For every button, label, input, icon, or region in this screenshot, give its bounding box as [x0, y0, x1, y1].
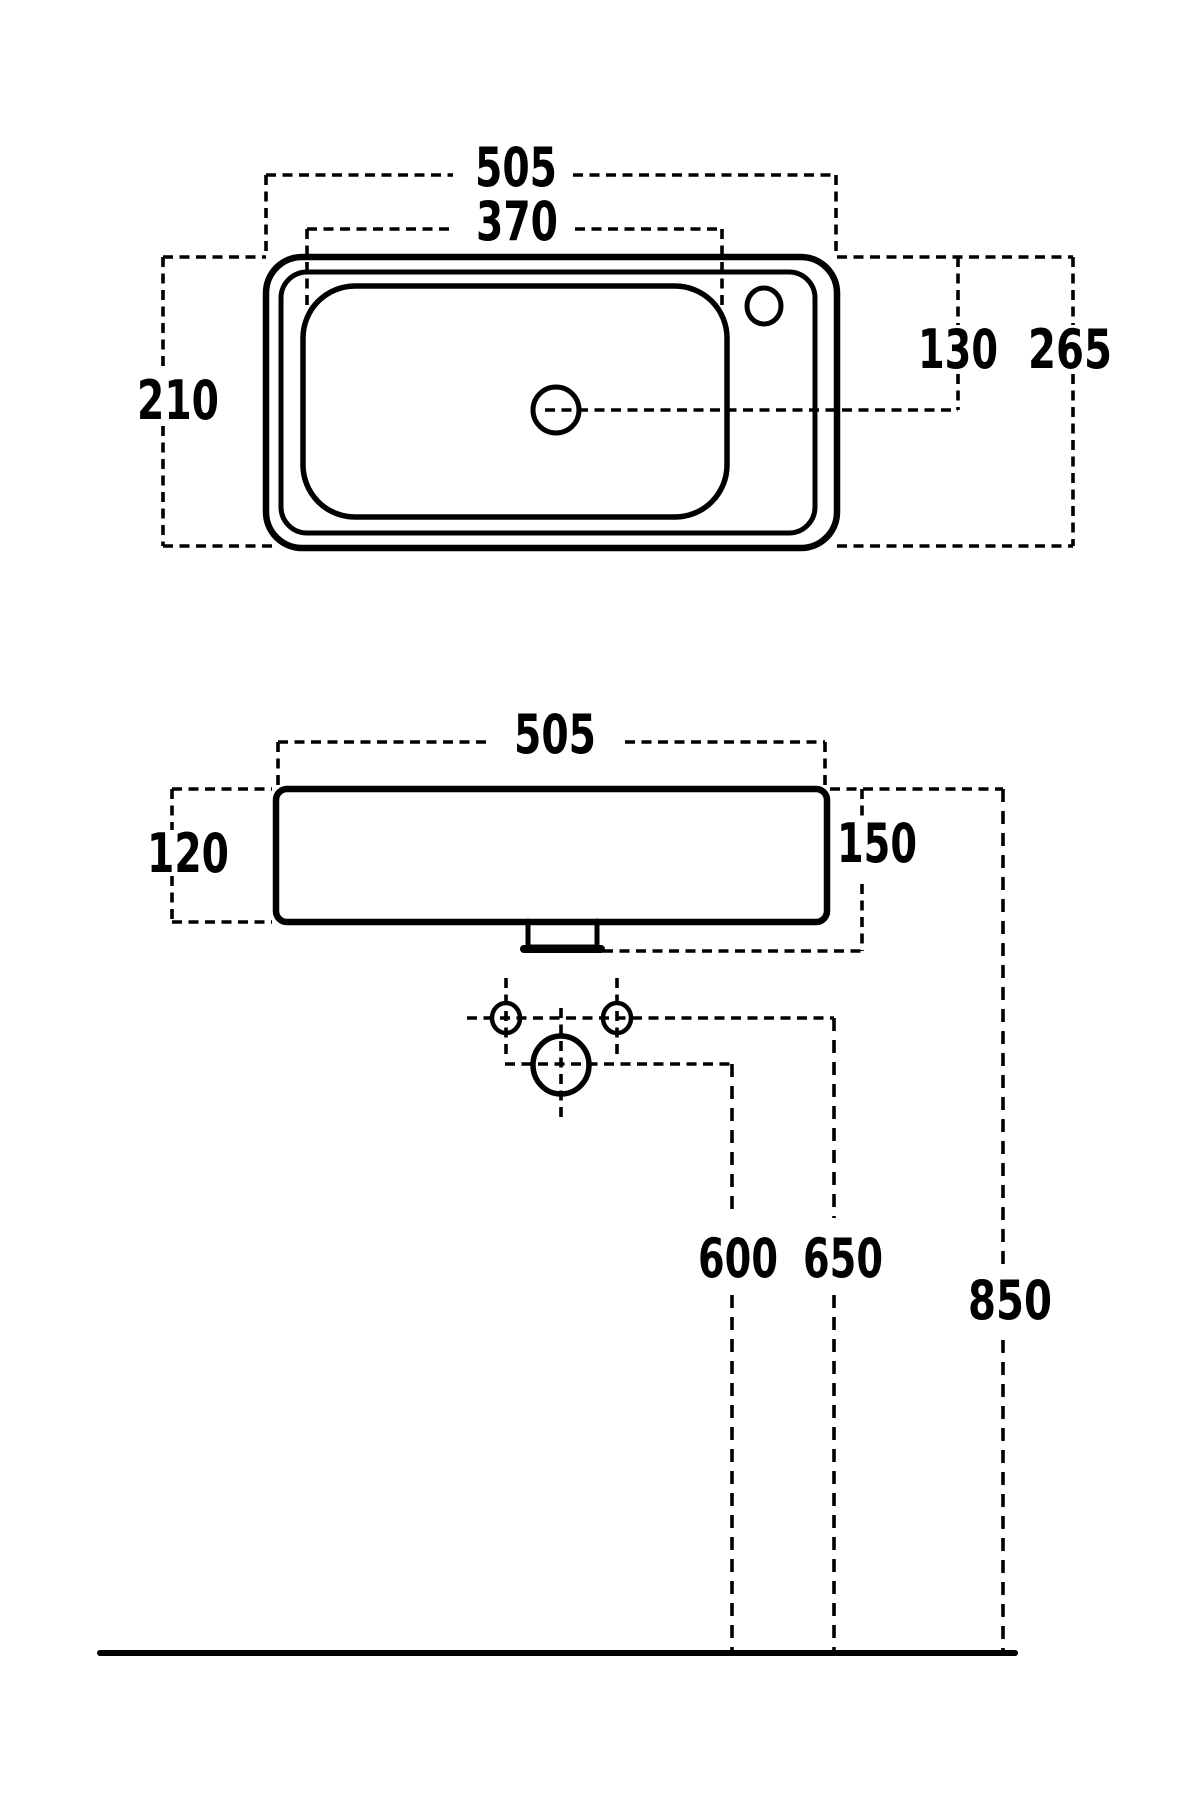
drain-hole: [530, 384, 582, 436]
plan-basin-width-label: 370: [476, 190, 558, 253]
elevation-front-height-label: 120: [147, 822, 229, 885]
elevation-dim-side-height: 150: [603, 787, 1003, 953]
hole-centre-lines: [467, 978, 834, 1120]
plan-overall-width-label: 505: [475, 136, 557, 199]
elevation-dim-rim-height: 850: [968, 789, 1052, 1653]
plan-dim-overall-depth: 265: [1028, 257, 1112, 546]
fixing-hole-right: [600, 1000, 634, 1036]
plan-inner-rim-outline: [278, 269, 818, 536]
plan-drain-offset-label: 130: [918, 318, 998, 381]
plan-basin-outline: [300, 283, 730, 520]
elevation-overall-width-label: 505: [514, 703, 596, 766]
holes-height-label: 650: [803, 1227, 883, 1290]
top-view: 505 370 210 130: [137, 136, 1112, 552]
elevation-dim-overall-width: 505: [276, 703, 827, 787]
waste-outlet-circle: [530, 1033, 592, 1097]
elevation-dim-drain-height: 600: [698, 1064, 778, 1653]
plan-outer-rim-outline: [262, 253, 841, 552]
fixing-holes-group: [467, 978, 834, 1120]
elevation-dim-front-height: 120: [147, 787, 272, 924]
rim-height-label: 850: [968, 1269, 1052, 1332]
tap-hole: [744, 285, 784, 327]
elevation-dim-holes-height: 650: [803, 1018, 883, 1653]
plan-depth-label: 210: [137, 369, 219, 432]
plan-dim-overall-width: 505: [264, 136, 838, 257]
fixing-hole-left: [489, 1000, 523, 1036]
plan-right-reference-lines: [837, 255, 1073, 548]
drain-height-label: 600: [698, 1227, 778, 1290]
plan-dim-drain-offset: 130: [918, 257, 998, 410]
elevation-body-outline: [272, 785, 831, 926]
plan-dim-depth: 210: [137, 255, 272, 548]
front-view: 505 120 150 600: [97, 703, 1052, 1656]
elevation-side-height-label: 150: [837, 812, 917, 875]
plan-dim-basin-width: 370: [305, 190, 724, 308]
plan-overall-depth-label: 265: [1028, 318, 1112, 381]
